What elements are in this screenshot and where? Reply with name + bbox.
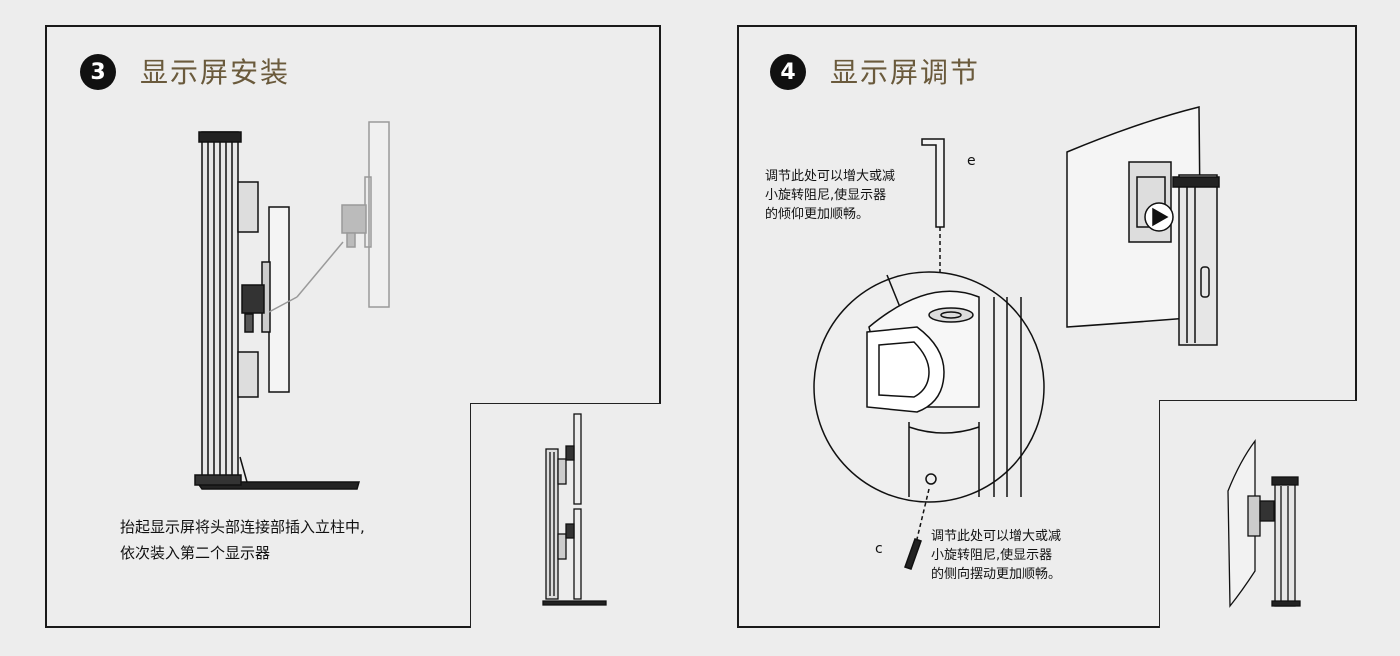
step-3-number: 3 — [90, 59, 106, 85]
step-3-caption-line-2: 依次装入第二个显示器 — [120, 544, 271, 562]
note-c-line-3: 的侧向摆动更加顺畅。 — [931, 567, 1062, 582]
step-3-caption-line-1: 抬起显示屏将头部连接部插入立柱中, — [120, 518, 365, 536]
step-4-title: 显示屏调节 — [830, 56, 981, 89]
note-e-line-1: 调节此处可以增大或减 — [765, 169, 896, 184]
side-tilt-illustration — [1227, 439, 1301, 608]
stand-side-view-illustration — [194, 121, 390, 490]
step-4-panel: 4 显示屏调节 调节此处可以增大或减 小旋转阻尼,使显示器 的倾仰更加顺畅。 e… — [737, 25, 1357, 628]
step-3-badge: 3 — [80, 54, 116, 90]
step-4-inset — [1159, 400, 1357, 628]
step-3-title: 显示屏安装 — [140, 56, 291, 89]
note-c-line-1: 调节此处可以增大或减 — [931, 529, 1062, 544]
step-3-panel: 3 显示屏安装 — [45, 25, 661, 628]
note-e-line-3: 的倾仰更加顺畅。 — [765, 207, 870, 222]
note-c-line-2: 小旋转阻尼,使显示器 — [931, 548, 1053, 563]
step-3-inset — [470, 403, 661, 628]
adjustment-illustration — [813, 106, 1220, 570]
step-4-number: 4 — [780, 59, 796, 85]
tool-label-c: c — [875, 541, 883, 557]
note-e-line-2: 小旋转阻尼,使显示器 — [765, 188, 887, 203]
installed-monitors-illustration — [542, 413, 607, 606]
tool-label-e: e — [967, 153, 976, 169]
step-4-badge: 4 — [770, 54, 806, 90]
